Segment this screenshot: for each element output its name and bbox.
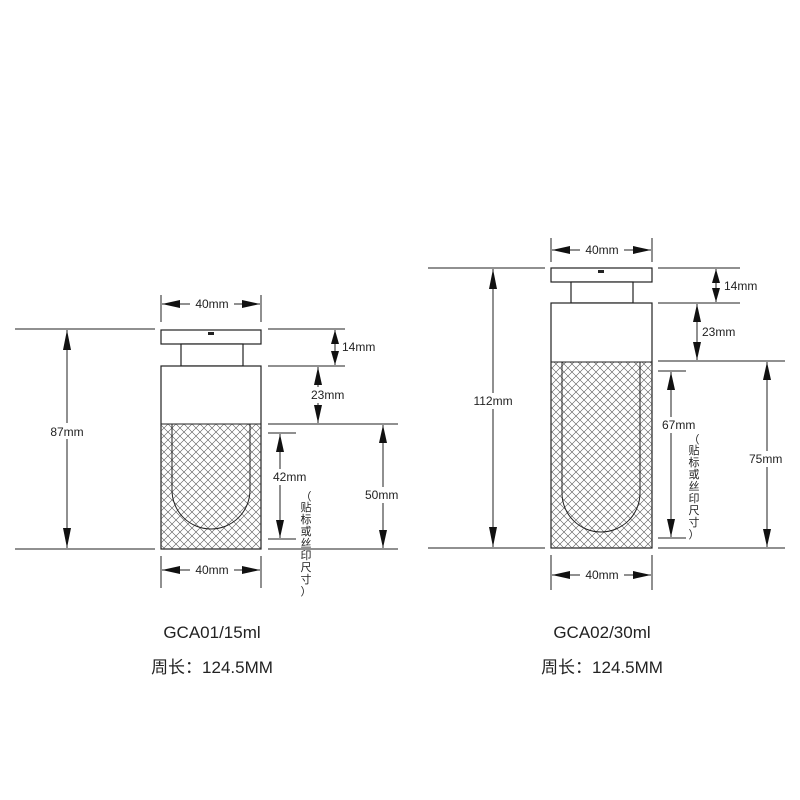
model-caption: GCA02/30ml [553,623,650,642]
dim-cap-height: 14mm [342,340,375,354]
dim-cap-height: 14mm [724,279,757,293]
svg-text:）: ） [689,528,700,541]
svg-text:印: 印 [301,549,312,562]
model-caption: GCA01/15ml [163,623,260,642]
dim-lower-height: 50mm [365,488,398,502]
dim-label-height: 42mm [273,470,306,484]
svg-text:尺: 尺 [689,504,700,517]
svg-text:（: （ [689,433,700,446]
svg-text:标: 标 [689,455,700,469]
bottle-gca02: 112mm 40mm 40mm 14mm 23mm 67mm [428,238,792,677]
svg-text:标: 标 [301,512,312,526]
dim-shoulder-height: 23mm [311,388,344,402]
dim-body-width: 40mm [195,563,228,577]
dim-shoulder-height: 23mm [702,325,735,339]
svg-text:）: ） [301,585,312,598]
dim-cap-width: 40mm [195,297,228,311]
svg-text:印: 印 [689,492,700,505]
svg-text:（: （ [301,490,312,503]
dim-body-width: 40mm [585,568,618,582]
svg-text:贴: 贴 [301,500,312,514]
neck [180,343,244,367]
perimeter-caption: 周长：124.5MM [151,658,273,677]
cap-notch [208,332,214,335]
perimeter-caption: 周长：124.5MM [541,658,663,677]
svg-text:寸: 寸 [689,515,700,529]
label-area [161,424,261,549]
dim-label-height: 67mm [662,418,695,432]
label-note-vertical: （ 贴 标 或 丝 印 尺 寸 ） [301,490,312,598]
svg-text:贴: 贴 [689,443,700,457]
svg-text:或: 或 [689,468,700,481]
svg-text:或: 或 [301,525,312,538]
svg-text:尺: 尺 [301,561,312,574]
inner-vessel [561,362,641,533]
neck [570,281,634,304]
dim-overall-height: 87mm [50,425,83,439]
label-note-vertical: （ 贴 标 或 丝 印 尺 寸 ） [689,433,700,541]
svg-text:丝: 丝 [689,480,700,493]
cap-notch [598,270,604,273]
inner-vessel [171,424,251,530]
bottle-gca01: 87mm 40mm 40mm 14mm 23mm 42mm [15,295,406,677]
label-area [551,362,652,548]
svg-text:寸: 寸 [301,572,312,586]
svg-text:丝: 丝 [301,537,312,550]
dim-overall-height: 112mm [473,394,512,408]
dim-cap-width: 40mm [585,243,618,257]
dim-lower-height: 75mm [749,452,782,466]
